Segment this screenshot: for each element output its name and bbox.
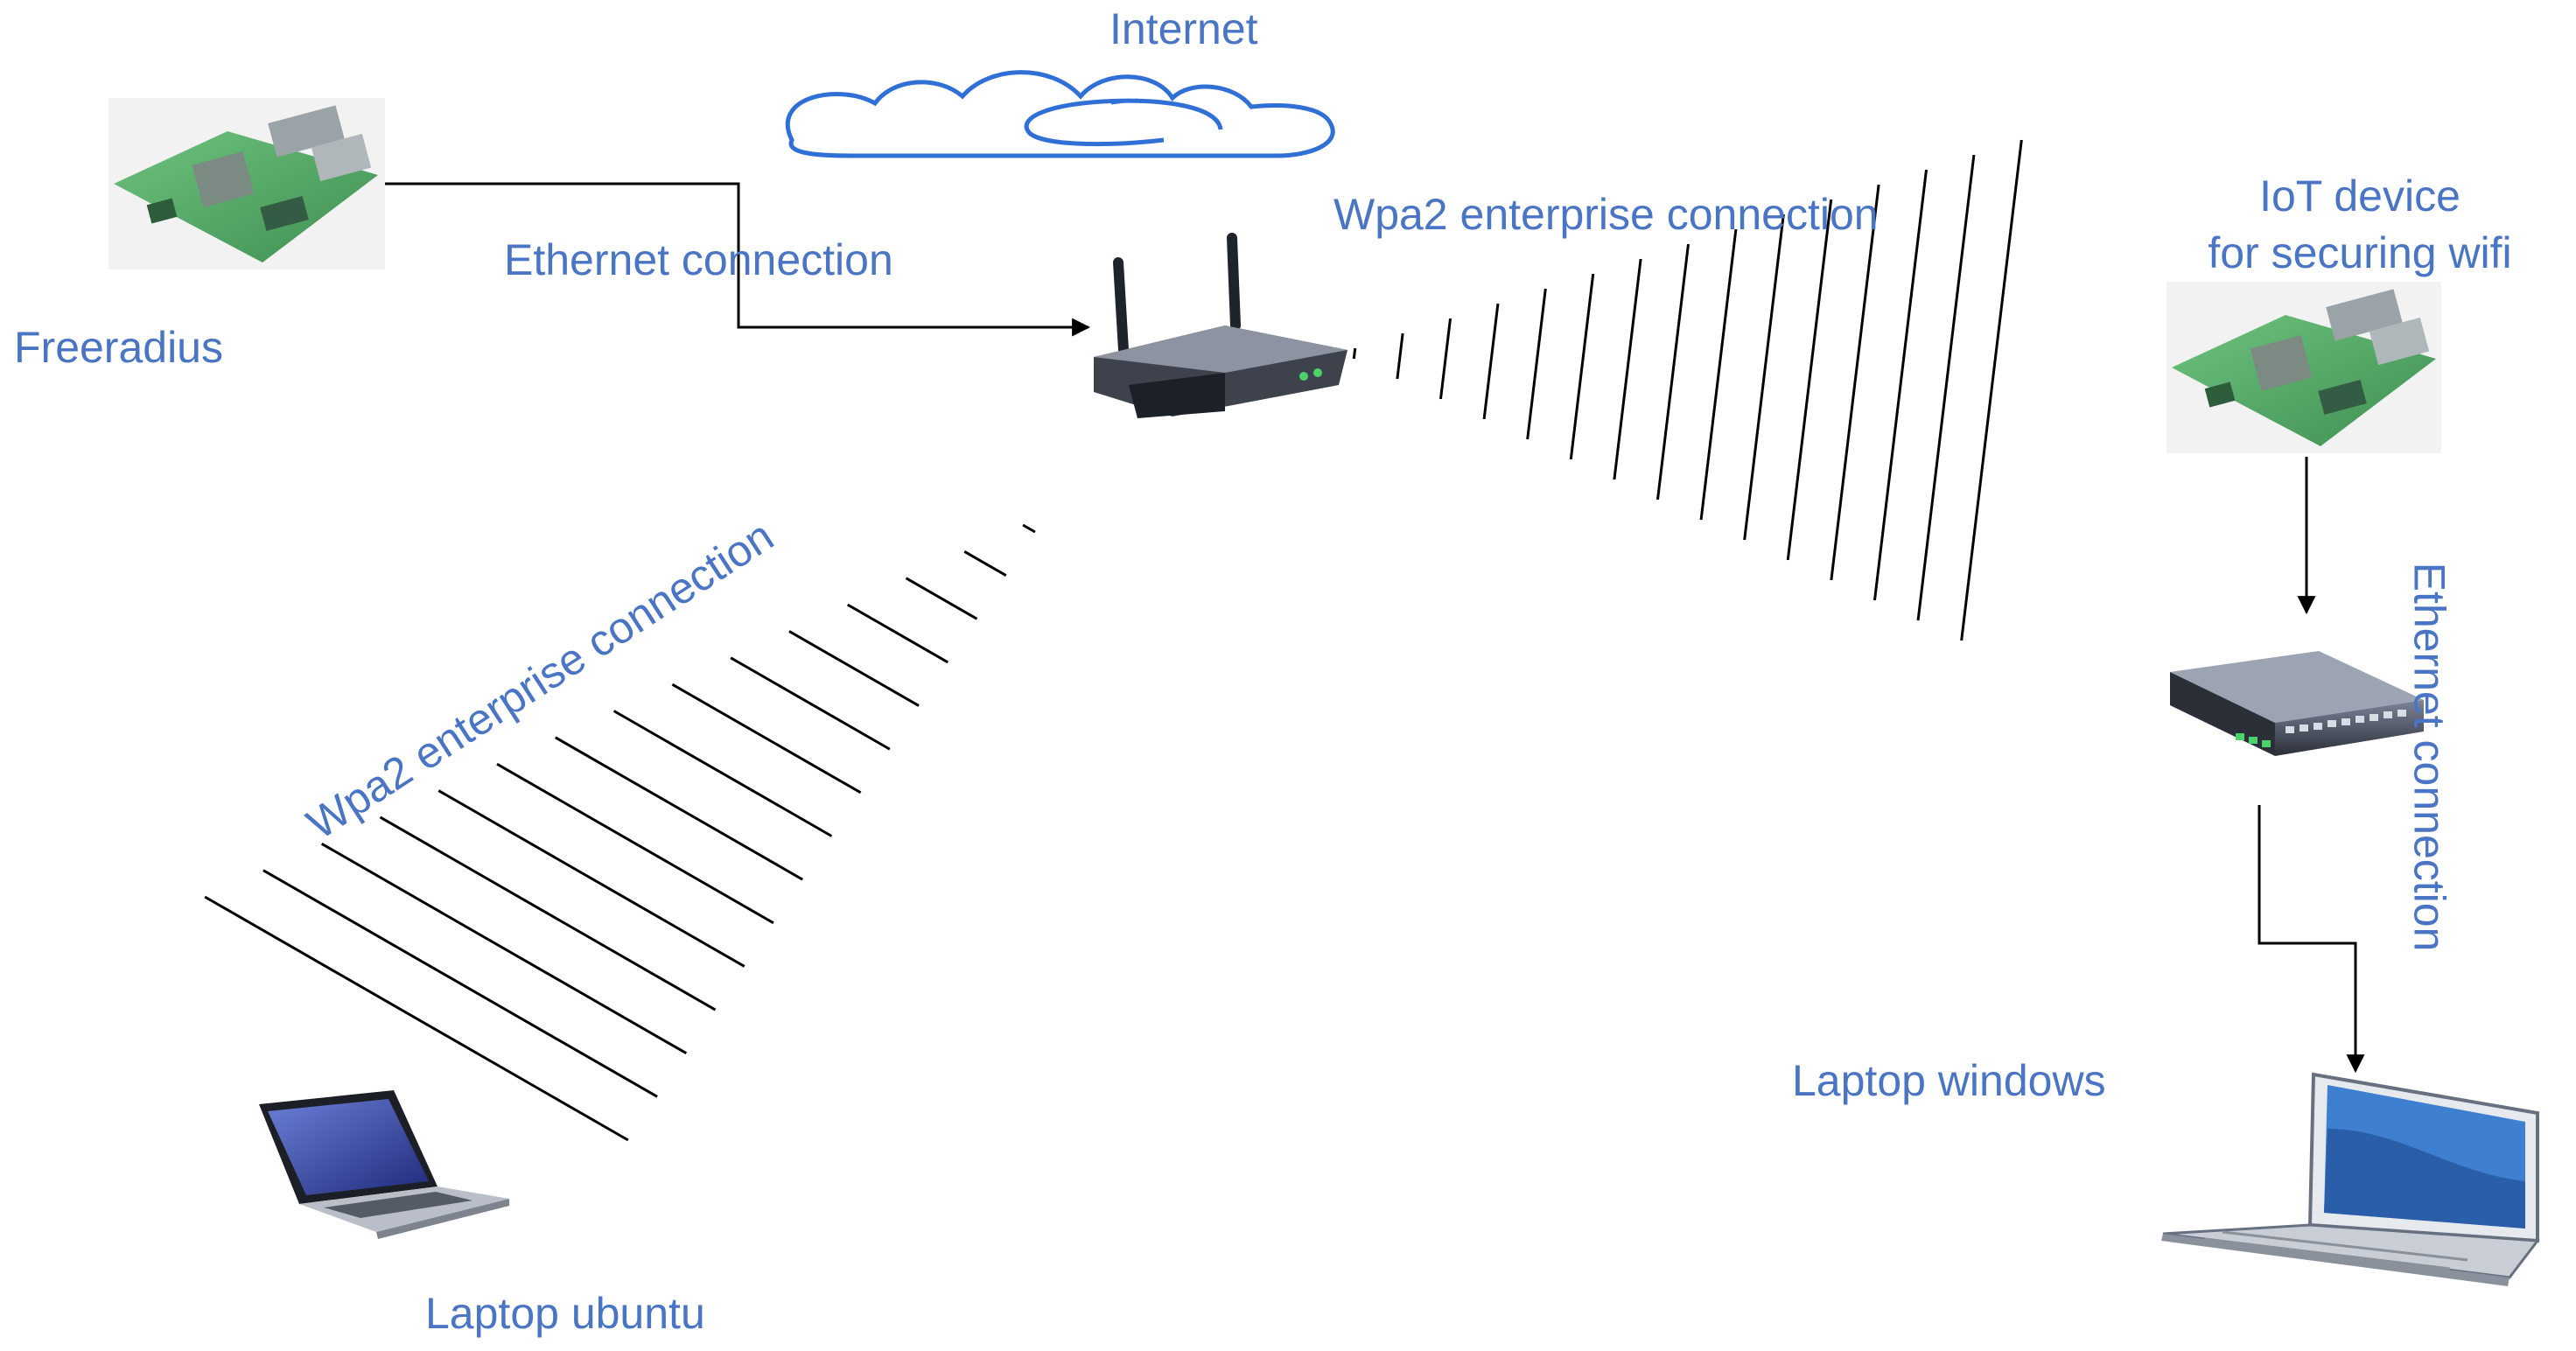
- signal-line: [905, 577, 978, 620]
- raspberry-pi-board-icon: [108, 98, 385, 270]
- wpa2-label-right: Wpa2 enterprise connection: [1334, 190, 1879, 239]
- signal-line: [1699, 228, 1738, 521]
- signal-line: [730, 656, 891, 751]
- signal-line: [963, 550, 1007, 577]
- signal-line: [1569, 273, 1595, 460]
- network-switch-icon: [2170, 651, 2424, 756]
- iot-device-label: IoT device for securing wifi: [2163, 168, 2557, 282]
- signal-line: [1526, 288, 1547, 440]
- signal-line: [1396, 332, 1404, 380]
- signal-line: [671, 682, 862, 794]
- laptop-ubuntu-label: Laptop ubuntu: [425, 1289, 705, 1338]
- laptop-windows-label: Laptop windows: [1792, 1056, 2106, 1105]
- freeradius-label: Freeradius: [14, 323, 223, 372]
- internet-label: Internet: [1110, 4, 1258, 53]
- ethernet-connection-label-top: Ethernet connection: [504, 235, 893, 284]
- signal-line: [1786, 199, 1833, 561]
- signal-line: [438, 789, 746, 968]
- cloud-icon: [785, 70, 1335, 158]
- signal-line: [1656, 243, 1690, 500]
- wireless-router-icon: [1094, 233, 1348, 418]
- signal-line: [1743, 214, 1785, 541]
- raspberry-pi-board-icon: [2166, 282, 2441, 453]
- signal-line: [1916, 154, 1976, 621]
- signal-line: [496, 762, 774, 925]
- ethernet-line-freeradius-router: [385, 182, 1091, 337]
- signal-line: [204, 895, 629, 1142]
- iot-device-label-line1: IoT device: [2259, 172, 2460, 220]
- signal-line: [262, 869, 658, 1098]
- signal-line: [1960, 139, 2023, 641]
- signal-line: [846, 603, 949, 664]
- signal-line: [1830, 184, 1880, 581]
- signal-line: [1613, 258, 1642, 480]
- ethernet-connection-label-right: Ethernet connection: [2404, 562, 2454, 952]
- signal-line: [1022, 523, 1036, 534]
- wireless-signal-left: [204, 523, 1036, 1142]
- signal-line: [1438, 318, 1452, 400]
- signal-line: [555, 736, 803, 881]
- signal-line: [612, 710, 833, 837]
- signal-line: [379, 816, 717, 1012]
- signal-line: [1872, 169, 1928, 601]
- wireless-signal-right: [1352, 139, 2023, 641]
- signal-line: [788, 630, 920, 707]
- laptop-icon: [259, 1090, 509, 1239]
- signal-line: [1482, 303, 1500, 420]
- laptop-icon: [2161, 1072, 2540, 1286]
- ethernet-line-switch-laptop: [2258, 805, 2365, 1074]
- signal-line: [320, 842, 688, 1055]
- iot-device-label-line2: for securing wifi: [2208, 228, 2512, 277]
